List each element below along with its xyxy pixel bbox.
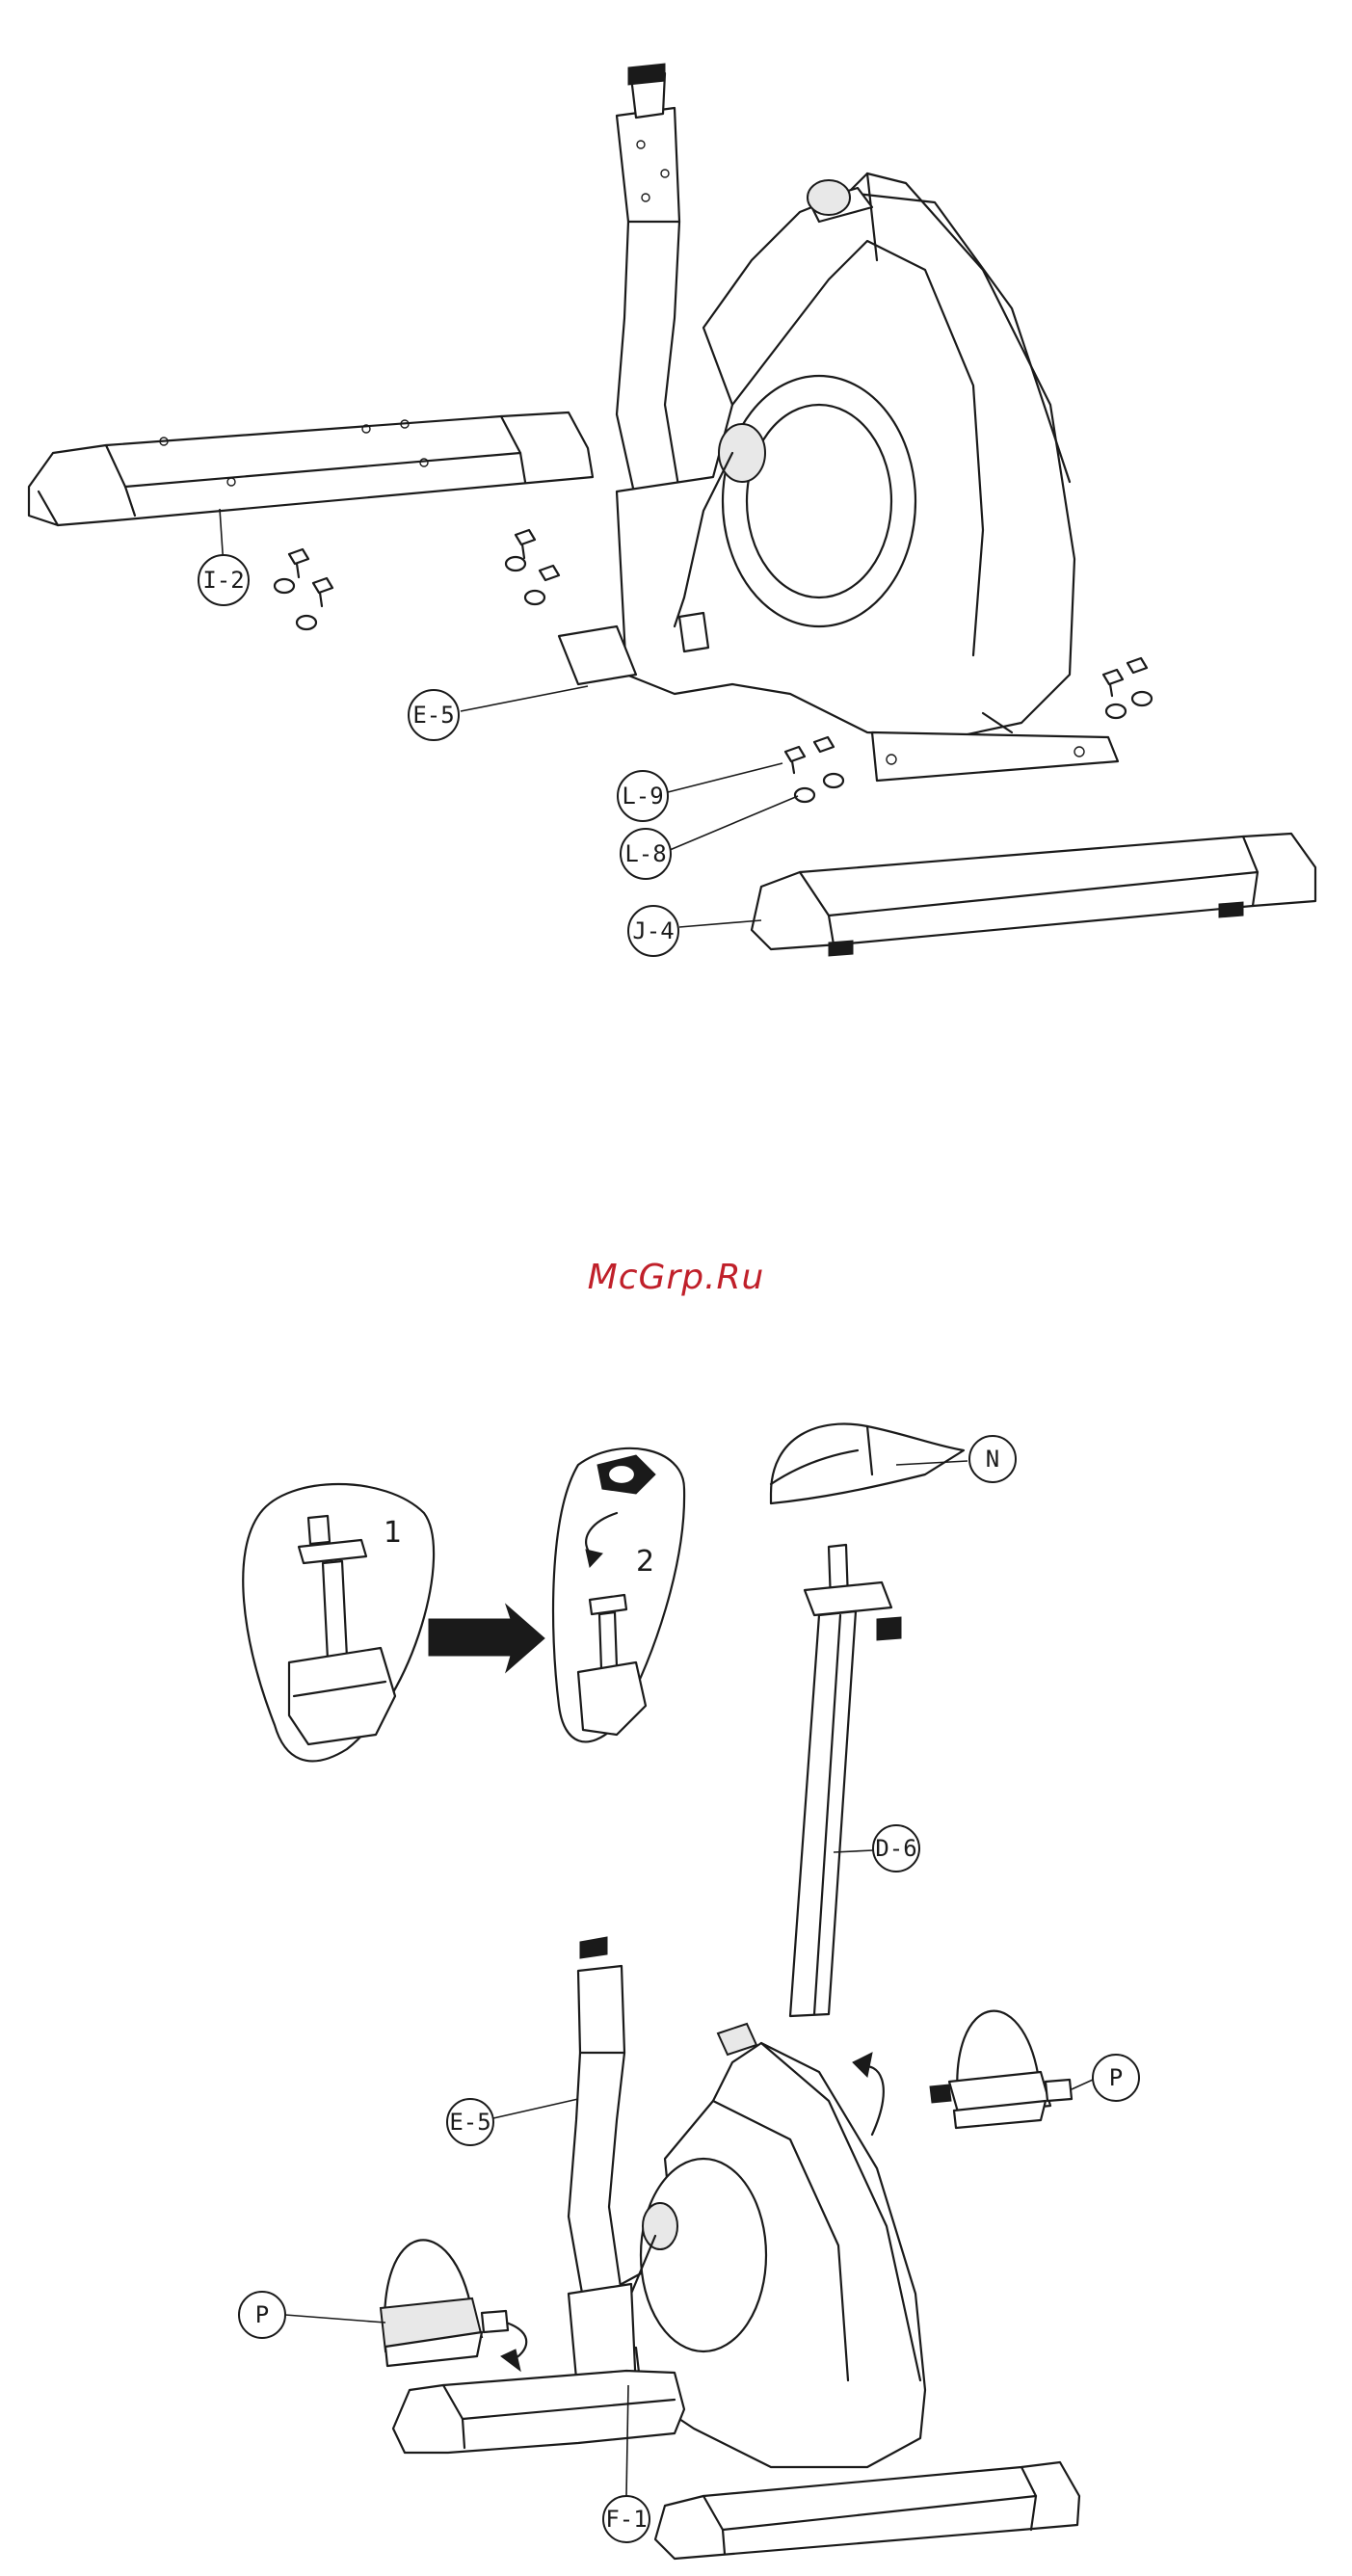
detail-bubble-step-1: 1 — [243, 1484, 434, 1761]
callout-label: E-5 — [412, 702, 454, 729]
upright-post — [617, 64, 679, 501]
seat — [771, 1424, 964, 1503]
callout-label: D-6 — [875, 1835, 916, 1862]
rear-stabilizer — [752, 834, 1315, 956]
assembled-rear-stabilizer — [655, 2462, 1079, 2559]
step-number: 1 — [384, 1516, 402, 1550]
watermark: McGrp.Ru — [0, 1258, 1352, 1297]
callout-label: N — [986, 1446, 999, 1473]
callout-label: P — [1109, 2064, 1123, 2091]
callout-label: L-9 — [622, 783, 663, 810]
callout-label: L-8 — [624, 840, 666, 867]
assembled-front-stabilizer — [393, 2371, 684, 2453]
callout-p-left: P — [239, 2292, 385, 2338]
arrow-right-icon — [429, 1605, 544, 1672]
detail-bubble-step-2: 2 — [553, 1448, 684, 1742]
callout-label: F-1 — [605, 2506, 647, 2533]
callout-d-6: D-6 — [834, 1825, 919, 1872]
callout-label: J-4 — [632, 917, 674, 944]
callout-p-right: P — [1072, 2055, 1139, 2101]
front-stabilizer — [29, 412, 593, 525]
callout-label: P — [255, 2301, 269, 2328]
callout-label: E-5 — [449, 2109, 490, 2136]
callout-e-5-bottom: E-5 — [447, 2099, 578, 2145]
callout-e-5: E-5 — [409, 686, 588, 740]
callout-i-2: I-2 — [199, 509, 249, 605]
bottom-assembly-figure: 1 2 — [239, 1424, 1139, 2559]
callout-j-4: J-4 — [628, 906, 761, 956]
seat-post — [790, 1545, 901, 2016]
callout-label: I-2 — [202, 567, 244, 594]
top-assembly-figure: I-2 E-5 L-9 L-8 J-4 — [29, 64, 1315, 956]
pedal-right — [930, 2011, 1072, 2128]
pedal-left — [381, 2240, 508, 2366]
step-number: 2 — [636, 1545, 654, 1579]
front-bolt-set — [275, 530, 559, 629]
